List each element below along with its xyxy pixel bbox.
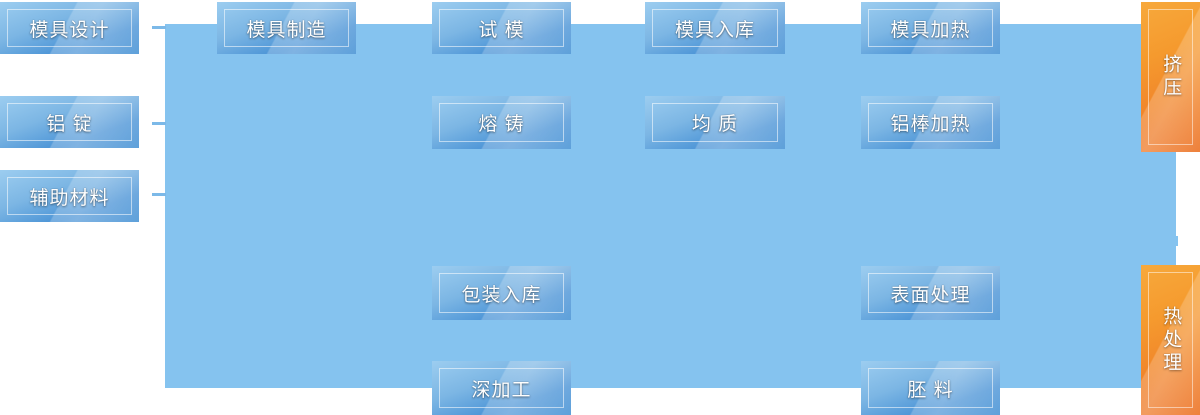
node-label: 包装入库 <box>461 284 542 306</box>
node-label: 辅助材料 <box>29 187 110 209</box>
node-blank-material[interactable]: 胚 料 <box>861 361 1000 415</box>
band-right-notch <box>1170 236 1178 246</box>
node-label: 熔 铸 <box>478 114 525 135</box>
connector-input-2 <box>152 122 166 125</box>
node-label: 深加工 <box>471 379 532 401</box>
node-input-auxiliary-material[interactable]: 辅助材料 <box>0 170 139 222</box>
node-mold-trial[interactable]: 试 模 <box>432 2 571 54</box>
node-melting-casting[interactable]: 熔 铸 <box>432 96 571 149</box>
node-surface-treatment[interactable]: 表面处理 <box>861 266 1000 320</box>
node-mold-heating[interactable]: 模具加热 <box>861 2 1000 54</box>
node-label: 模具加热 <box>890 19 971 41</box>
node-label: 铝 锭 <box>46 113 93 135</box>
node-label: 模具制造 <box>246 19 327 41</box>
node-label: 均 质 <box>691 114 739 135</box>
node-homogenization[interactable]: 均 质 <box>645 96 785 149</box>
stage-label: 热处理 <box>1160 305 1182 375</box>
node-label: 铝棒加热 <box>890 114 971 135</box>
node-packaging-warehousing[interactable]: 包装入库 <box>432 266 571 320</box>
node-label: 胚 料 <box>907 379 954 401</box>
node-mold-manufacturing[interactable]: 模具制造 <box>217 2 356 54</box>
node-label: 模具入库 <box>674 19 755 41</box>
stage-extrusion[interactable]: 挤压 <box>1141 2 1200 152</box>
node-input-mold-design[interactable]: 模具设计 <box>0 2 139 54</box>
node-label: 模具设计 <box>29 19 110 41</box>
stage-label: 挤压 <box>1160 54 1182 100</box>
node-input-aluminum-ingot[interactable]: 铝 锭 <box>0 96 139 148</box>
node-label: 表面处理 <box>890 284 971 306</box>
connector-input-3 <box>152 193 166 196</box>
node-mold-warehousing[interactable]: 模具入库 <box>645 2 785 54</box>
node-billet-heating[interactable]: 铝棒加热 <box>861 96 1000 149</box>
stage-heat-treatment[interactable]: 热处理 <box>1141 265 1200 415</box>
node-deep-processing[interactable]: 深加工 <box>432 361 571 415</box>
connector-input-1 <box>152 26 166 29</box>
node-label: 试 模 <box>478 19 525 41</box>
process-band-lower <box>165 152 1176 388</box>
